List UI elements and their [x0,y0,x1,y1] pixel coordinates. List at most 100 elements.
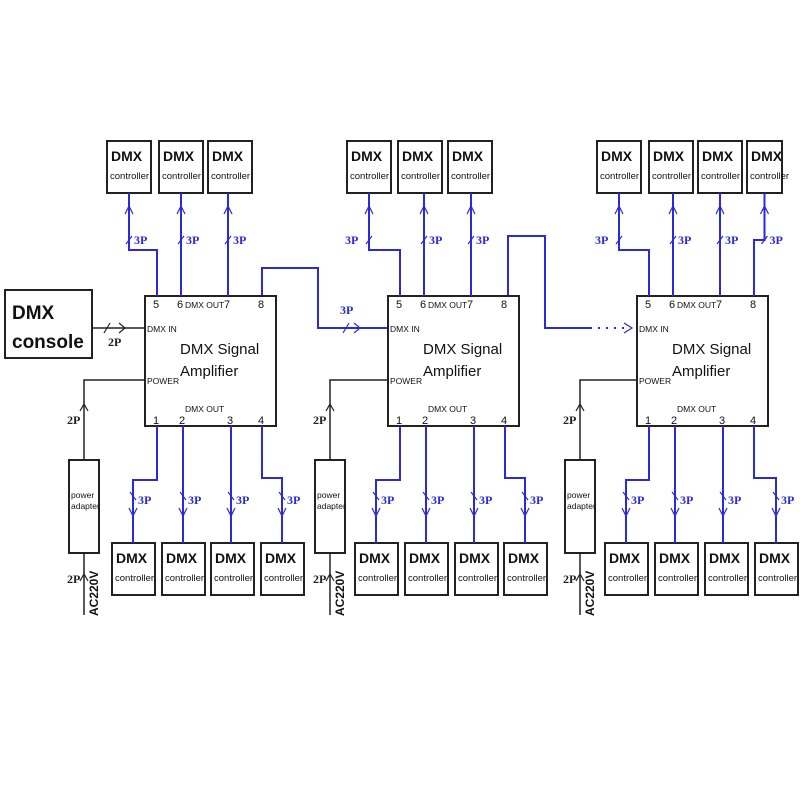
pin-label: 7 [224,299,230,311]
mains-label: AC220V [583,571,597,616]
controller-label-2: controller [451,171,490,182]
link-wire-1-2: 3P [261,267,388,334]
signal-wire: 3P [621,426,650,543]
signal-wire: 3P [419,193,442,296]
pin-label: 7 [467,299,473,311]
amplifier-subtitle: Amplifier [180,363,238,380]
console-label-1: DMX [12,303,55,324]
controller-label-1: DMX [601,148,633,164]
power-wire-label: 2P [67,413,80,427]
controller-label-2: controller [358,573,397,584]
pin-label: 3 [719,415,725,427]
signal-wire: 3P [421,426,444,543]
controller-label-1: DMX [452,148,484,164]
power-adapter-label-1: power [317,490,340,500]
signal-wire: 3P [261,426,300,543]
pin-label: 5 [645,299,651,311]
signal-wire-label: 3P [233,233,246,247]
pin-label: 1 [645,415,651,427]
dmx-out-bottom-label: DMX OUT [428,404,467,414]
signal-wire-label: 3P [595,233,608,247]
controller-label-2: controller [214,573,253,584]
controller-label-2: controller [165,573,204,584]
signal-wire: 3P [595,193,650,296]
signal-wire: 3P [345,193,401,296]
controller-label-2: controller [162,171,201,182]
power-port-label: POWER [639,376,671,386]
signal-wire-label: 3P [476,233,489,247]
power-wire-label: 2P [313,413,326,427]
pin-label: 7 [716,299,722,311]
controller-label-1: DMX [709,550,741,566]
signal-wire-label: 3P [431,493,444,507]
amplifier-title: DMX Signal [180,341,259,358]
link-wire-label: 3P [340,303,353,317]
signal-wire-label: 3P [680,493,693,507]
pin-label: 3 [227,415,233,427]
signal-wire-label: 3P [781,493,794,507]
power-adapter-label-2: adapter [71,501,100,511]
top-dmx-controller: DMX controller [158,140,204,194]
signal-wire-label: 3P [770,233,783,247]
signal-wire: 3P [124,193,158,296]
pin-label: 6 [420,299,426,311]
mains-label: AC220V [87,571,101,616]
pin-label: 8 [501,299,507,311]
signal-wire: 3P [176,193,199,296]
controller-label-1: DMX [459,550,491,566]
mains-wire-label: 2P [67,572,80,586]
dmx-out-top-label: DMX OUT [428,300,467,310]
dmx-in-port-label: DMX IN [147,324,177,334]
controller-label-2: controller [401,171,440,182]
amplifier-subtitle: Amplifier [423,363,481,380]
pin-label: 1 [396,415,402,427]
controller-label-2: controller [652,171,691,182]
signal-wire-label: 3P [186,233,199,247]
controller-label-2: controller [708,573,747,584]
pin-label: 6 [669,299,675,311]
dmx-out-top-label: DMX OUT [185,300,224,310]
amplifier-title: DMX Signal [423,341,502,358]
controller-label-1: DMX [166,550,198,566]
power-adapter-label-1: power [71,490,94,500]
pin-label: 6 [177,299,183,311]
signal-wire-label: 3P [381,493,394,507]
power-wire-label: 2P [563,413,576,427]
controller-label-1: DMX [609,550,641,566]
controller-label-2: controller [600,171,639,182]
controller-label-1: DMX [359,550,391,566]
pin-label: 4 [750,415,756,427]
signal-wire-label: 3P [429,233,442,247]
pin-label: 4 [501,415,507,427]
dmx-out-top-label: DMX OUT [677,300,716,310]
controller-label-1: DMX [163,148,195,164]
controller-label-1: DMX [751,148,783,164]
signal-wire: 3P [226,426,249,543]
signal-wire-label: 3P [631,493,644,507]
controller-label-1: DMX [508,550,540,566]
pin-label: 2 [422,415,428,427]
controller-label-2: controller [408,573,447,584]
dmx-console: DMX console [4,289,93,359]
controller-label-1: DMX [111,148,143,164]
signal-wire-label: 3P [287,493,300,507]
pin-label: 3 [470,415,476,427]
power-adapter-label-2: adapter [317,501,346,511]
controller-label-1: DMX [702,148,734,164]
signal-wire: 3P [753,193,783,296]
controller-label-1: DMX [116,550,148,566]
